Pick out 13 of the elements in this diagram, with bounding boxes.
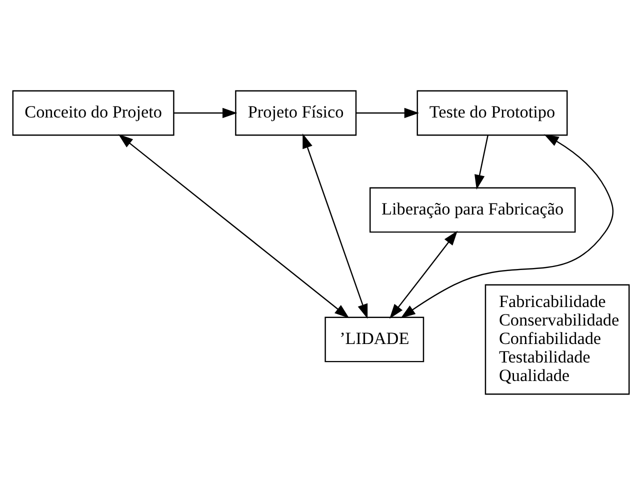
node-box: Projeto Físico [235,90,357,136]
node-box: ’LIDADE [324,316,424,362]
arrow [174,108,238,118]
node-box: Conceito do Projeto [12,90,174,136]
arrow [474,135,488,190]
node-box: Fabricabilidade Conservabilidade Confiabilidade Testabilidade Qualidade [484,284,630,395]
node-box: Teste do Prototipo [416,90,568,136]
arrow [302,134,368,319]
arrow [390,230,458,319]
node-box: Liberação para Fabricação [369,187,576,233]
arrow [356,108,420,118]
arrow [400,134,614,318]
arrow [118,134,350,318]
